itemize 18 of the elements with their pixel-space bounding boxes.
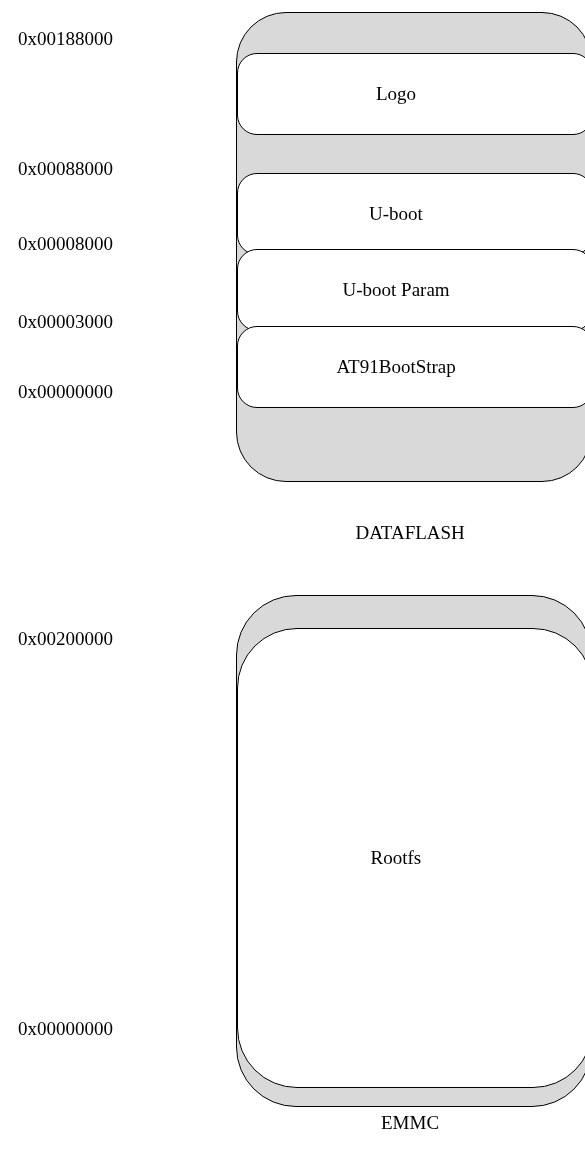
partition-name: Rootfs [370,847,422,869]
partition-name: U-boot Param [342,279,450,301]
partition-name: AT91BootStrap [336,356,456,378]
address-label: 0x00003000 [18,311,113,333]
partition-box [237,249,585,331]
address-label: 0x00000000 [18,1018,113,1040]
memory-name: DATAFLASH [355,522,465,544]
memory-block [236,12,585,482]
address-label: 0x00008000 [18,233,113,255]
address-label: 0x00188000 [18,28,113,50]
address-label: 0x00200000 [18,628,113,650]
address-label: 0x00000000 [18,381,113,403]
address-label: 0x00088000 [18,158,113,180]
partition-name: U-boot [369,203,423,225]
partition-box [237,326,585,408]
partition-name: Logo [376,83,417,105]
memory-name: EMMC [381,1112,440,1134]
partition-box [237,53,585,135]
